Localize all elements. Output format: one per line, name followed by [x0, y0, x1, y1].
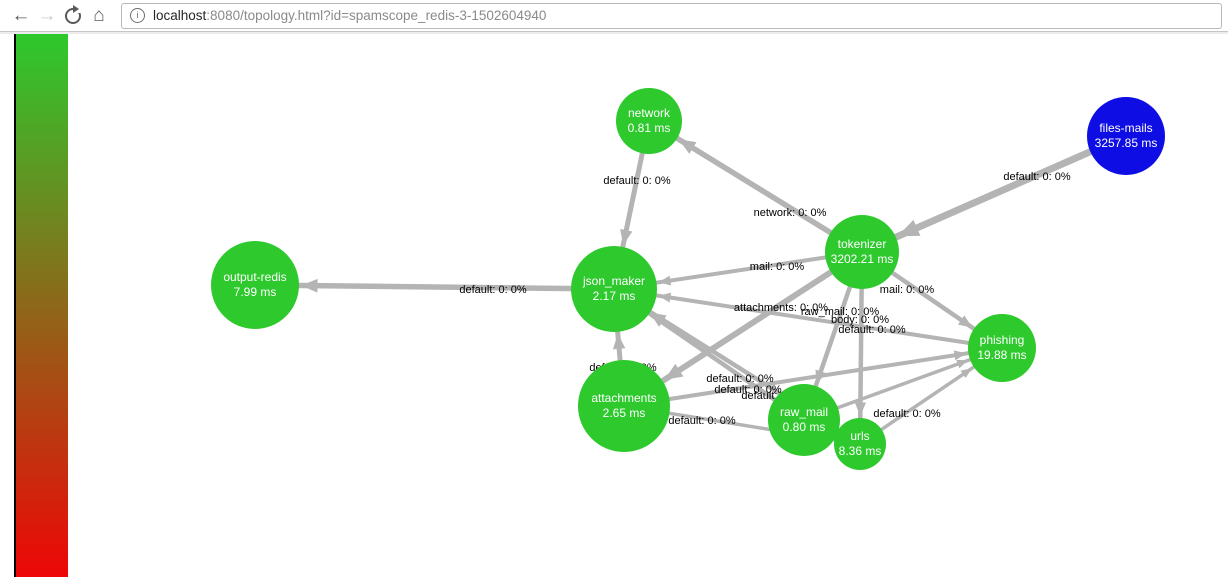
topology-edge [622, 249, 864, 409]
node-latency: 0.81 ms [627, 121, 671, 135]
node-latency: 3202.21 ms [830, 252, 894, 266]
topology-edge-arrowhead [953, 350, 967, 361]
toolbar-divider [0, 32, 1228, 34]
topology-edge-arrowhead [664, 363, 684, 380]
back-icon[interactable]: ← [11, 4, 31, 26]
node-latency: 2.65 ms [602, 406, 646, 420]
topology-edge-arrowhead [957, 315, 973, 328]
node-latency: 2.17 ms [592, 289, 636, 303]
node-label: json_maker [582, 274, 646, 288]
topology-edge [623, 346, 1003, 408]
node-label: network [627, 106, 671, 120]
topology-edge-arrowhead [897, 219, 921, 237]
topology-edge-arrowhead [300, 278, 318, 293]
info-icon[interactable]: i [130, 8, 145, 23]
node-label: attachments [591, 391, 657, 405]
node-latency: 0.80 ms [782, 420, 826, 434]
topology-edge-arrowhead [620, 228, 633, 245]
node-latency: 7.99 ms [233, 285, 277, 299]
node-label: files-mails [1099, 121, 1153, 135]
topology-edge-arrowhead [612, 333, 626, 350]
url-bar[interactable]: i localhost:8080/topology.html?id=spamsc… [121, 2, 1222, 29]
topology-edge-arrowhead [658, 292, 672, 303]
forward-icon[interactable]: → [37, 4, 57, 26]
node-latency: 19.88 ms [977, 348, 1027, 362]
node-label: phishing [979, 333, 1025, 347]
url-host: localhost [153, 8, 207, 23]
latency-color-legend [14, 34, 68, 577]
browser-toolbar: ← → ⌂ i localhost:8080/topology.html?id=… [0, 0, 1228, 32]
home-icon[interactable]: ⌂ [93, 4, 105, 26]
topology-edge-arrowhead [956, 359, 969, 369]
url-text: localhost:8080/topology.html?id=spamscop… [153, 8, 546, 23]
topology-edge-arrowhead [652, 312, 667, 325]
refresh-button[interactable] [60, 3, 86, 29]
topology-edge-arrowhead [658, 275, 672, 286]
node-label: raw_mail [779, 405, 828, 419]
topology-edge-arrowhead [960, 368, 973, 379]
url-path: :8080/topology.html?id=spamscope_redis-3… [206, 8, 547, 23]
node-label: tokenizer [837, 237, 887, 251]
node-label: urls [850, 429, 870, 443]
node-latency: 8.36 ms [838, 444, 882, 458]
node-latency: 3257.85 ms [1094, 136, 1158, 150]
topology-edge-arrowhead [854, 402, 867, 417]
refresh-icon [65, 4, 81, 24]
topology-edge-arrowhead [678, 139, 697, 154]
node-label: output-redis [223, 270, 287, 284]
topology-edge [613, 287, 1003, 350]
